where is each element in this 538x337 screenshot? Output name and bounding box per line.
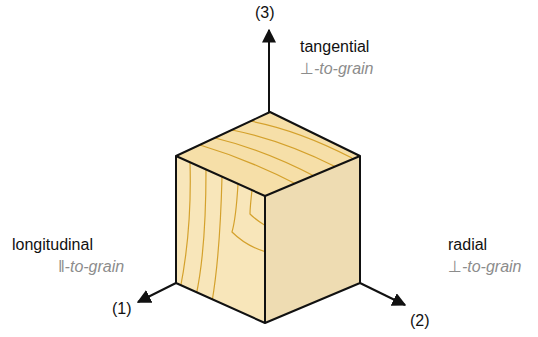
grain-direction: ⊥-to-grain [300, 60, 374, 78]
grain-direction: ‖-to-grain [58, 258, 124, 276]
axis-number: (3) [255, 4, 275, 22]
cube-outline [176, 112, 360, 323]
axis-name: longitudinal [12, 236, 93, 254]
axis-arrow [360, 283, 405, 305]
axis-arrow [138, 283, 176, 302]
grain-direction: ⊥-to-grain [448, 258, 522, 276]
end-grain-face [176, 156, 265, 323]
axis-number: (1) [112, 300, 132, 318]
side-face [265, 156, 360, 323]
axis-name: radial [448, 236, 487, 254]
axis-name: tangential [300, 38, 369, 56]
growth-rings [180, 162, 266, 302]
axis-number: (2) [410, 312, 430, 330]
axis-arrow [268, 30, 270, 112]
